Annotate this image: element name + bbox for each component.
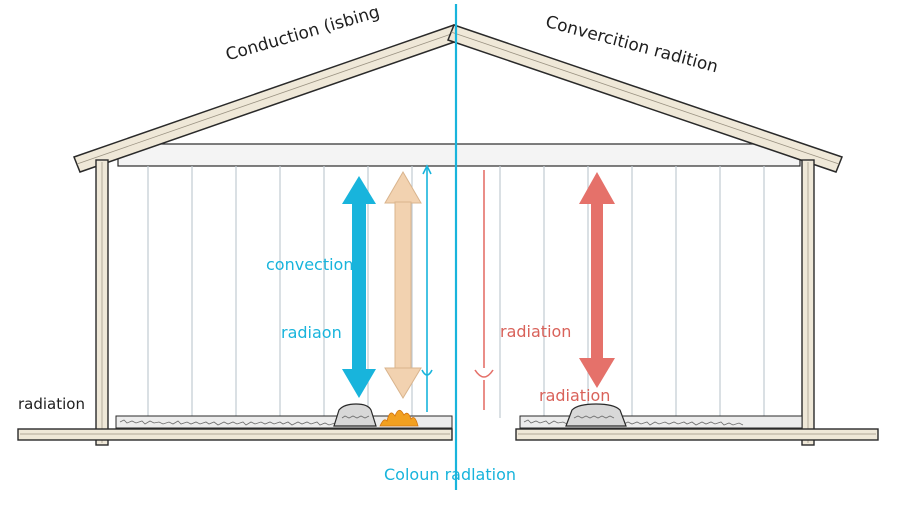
radiation-label-low: radiation	[539, 386, 611, 405]
radiation-label-outside: radiation	[18, 395, 85, 413]
ceiling-panel	[117, 143, 801, 167]
radiation-arrow-tan	[384, 171, 422, 399]
rock-left	[333, 403, 377, 427]
radiaon-label: radiaon	[281, 323, 342, 342]
flame-icon	[379, 409, 419, 427]
wall-panel-lines	[147, 166, 765, 418]
bottom-caption: Coloun radlation	[384, 465, 516, 484]
radiation-arrow-red	[579, 172, 615, 388]
rock-right	[565, 403, 627, 427]
ground-sill-right	[515, 428, 879, 441]
ground-sill-left	[17, 428, 453, 441]
radiation-label-mid: radiation	[500, 322, 572, 341]
convection-arrow	[342, 176, 376, 398]
convection-label: convection	[266, 255, 354, 274]
roof-beam-right	[447, 24, 843, 173]
thin-red-line	[474, 170, 494, 410]
thin-cyan-arrow	[421, 164, 433, 412]
